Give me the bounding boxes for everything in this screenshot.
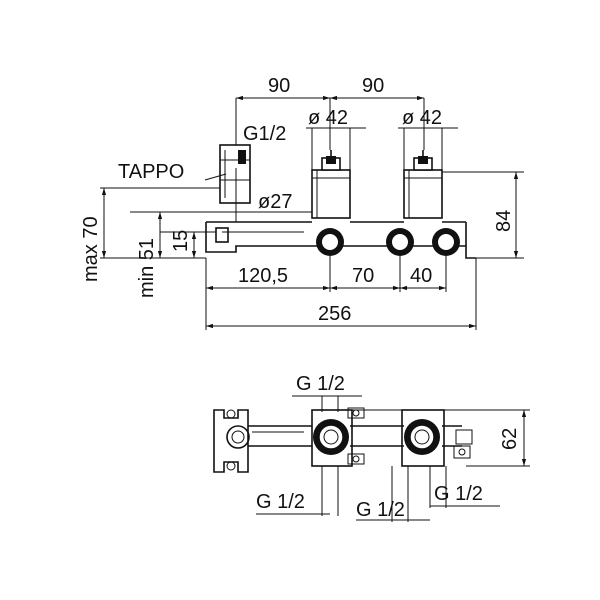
dim-62: 62 xyxy=(350,409,530,467)
left-bracket xyxy=(213,409,250,473)
dim-bottom-chain: 120,5 70 40 xyxy=(205,256,477,330)
dim-256-label: 256 xyxy=(318,303,351,325)
dim-84: 84 xyxy=(442,171,524,259)
dim-90-right: 90 xyxy=(362,75,384,97)
top-valve-right xyxy=(401,409,473,467)
dim-256: 256 xyxy=(206,303,476,329)
dim-120-5: 120,5 xyxy=(238,265,288,287)
dim-min51: min 51 xyxy=(136,238,158,298)
fitting-right xyxy=(432,228,460,256)
dim-max70: max 70 xyxy=(80,216,102,282)
valve-body-left xyxy=(311,150,351,219)
label-tappo: TAPPO xyxy=(118,161,184,183)
top-rails xyxy=(248,425,462,447)
dim-left-verticals: max 70 min 51 15 xyxy=(80,187,250,298)
top-thread-bottom-mid: G 1/2 xyxy=(356,499,405,521)
fitting-mid xyxy=(386,228,414,256)
top-thread-top: G 1/2 xyxy=(296,373,345,395)
top-thread-bottom-right: G 1/2 xyxy=(434,483,483,505)
dia-42-left: ø 42 xyxy=(308,107,348,129)
dim-top-chain: 90 90 xyxy=(235,75,425,168)
bottom-leaders xyxy=(256,466,500,522)
top-valve-left xyxy=(311,407,365,467)
thread-g12-top: G1/2 xyxy=(243,123,286,145)
dim-90-left: 90 xyxy=(268,75,290,97)
dim-15: 15 xyxy=(170,230,192,252)
side-view: 90 90 ø 42 ø 42 G1/2 TAPPO xyxy=(80,75,524,330)
dia-42-right: ø 42 xyxy=(402,107,442,129)
top-view: G 1/2 xyxy=(213,373,530,522)
fitting-left xyxy=(316,228,344,256)
valve-body-right xyxy=(403,150,443,219)
dim-84-label: 84 xyxy=(493,210,515,232)
dim-62-label: 62 xyxy=(499,428,521,450)
top-thread-bottom-left: G 1/2 xyxy=(256,491,305,513)
dim-70: 70 xyxy=(352,265,374,287)
mounting-bar xyxy=(205,221,476,259)
dia-27: ø27 xyxy=(258,191,292,213)
dim-dia-42: ø 42 ø 42 xyxy=(306,107,458,172)
tappo-cap xyxy=(204,144,251,204)
dim-40: 40 xyxy=(410,265,432,287)
